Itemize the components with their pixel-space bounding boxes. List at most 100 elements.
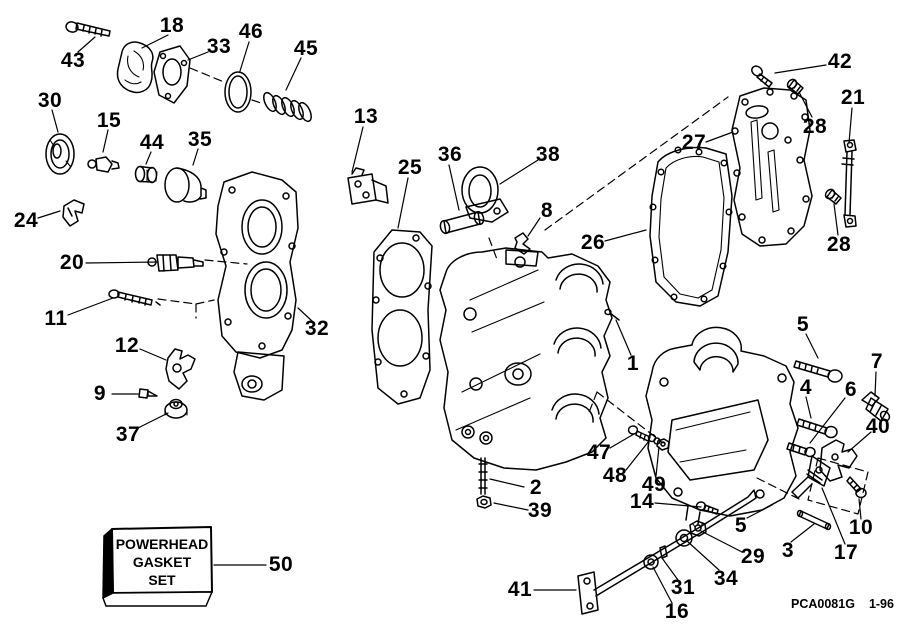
callout-42: 42 <box>827 50 853 73</box>
part-stud-2 <box>478 457 488 495</box>
callout-15: 15 <box>96 109 122 132</box>
callout-11: 11 <box>44 307 68 330</box>
callout-33: 33 <box>206 35 232 58</box>
part-spring-45 <box>263 91 312 123</box>
callout-41: 41 <box>507 578 533 601</box>
part-exhaust-gasket-26 <box>649 146 733 307</box>
callout-14: 14 <box>629 490 655 513</box>
figure-code: PCA0081G 1-96 <box>791 597 894 611</box>
gasket-set-box-art <box>102 526 213 607</box>
part-clip-24 <box>62 199 85 227</box>
part-exhaust-cover-27 <box>731 87 813 247</box>
callout-35: 35 <box>187 128 213 151</box>
callout-1: 1 <box>626 352 640 375</box>
part-plug-28-lower <box>824 188 842 205</box>
part-bracket-13 <box>347 167 389 205</box>
callout-10: 10 <box>848 516 874 539</box>
dashed-assembly-lines <box>157 67 869 515</box>
part-bushing-44 <box>134 165 158 184</box>
callout-49: 49 <box>641 473 667 496</box>
part-stud-1 <box>604 308 620 321</box>
callout-34: 34 <box>713 567 739 590</box>
callout-26: 26 <box>580 231 606 254</box>
part-bolt-5-upper <box>793 360 843 383</box>
part-bolt-43 <box>65 21 111 37</box>
part-link-21 <box>841 139 857 228</box>
part-cylinder-block <box>439 247 613 471</box>
callout-13: 13 <box>353 105 379 128</box>
part-bolt-4 <box>796 418 838 439</box>
callout-32: 32 <box>304 317 330 340</box>
part-head-gasket-25 <box>371 229 433 405</box>
callout-46: 46 <box>238 20 264 43</box>
part-washer-34 <box>675 529 693 547</box>
callout-50: 50 <box>268 553 294 576</box>
leader-lines <box>37 34 877 604</box>
callout-47: 47 <box>586 441 612 464</box>
part-screw-9 <box>138 388 158 399</box>
callout-25: 25 <box>397 156 423 179</box>
part-spark-plug-20 <box>147 254 204 272</box>
part-thermostat-cup-35 <box>164 167 207 203</box>
callout-7: 7 <box>870 350 884 373</box>
part-sensor-15 <box>87 156 120 173</box>
part-thermostat-housing-18 <box>116 41 154 94</box>
callout-28: 28 <box>826 233 852 256</box>
part-dowel-pin-36 <box>439 210 485 235</box>
callout-39: 39 <box>527 499 553 522</box>
figure-code-date: 1-96 <box>868 597 894 611</box>
part-screw-47 <box>627 425 651 442</box>
part-clamp-8 <box>514 232 531 255</box>
part-bolt-11 <box>108 289 161 306</box>
gasket-box-line-3: SET <box>148 572 176 588</box>
callout-5: 5 <box>734 514 748 537</box>
part-cylinder-head <box>215 171 299 401</box>
callout-4: 4 <box>799 376 813 399</box>
part-nut-29 <box>689 520 707 537</box>
gasket-set-box-label: POWERHEAD GASKET SET <box>112 535 212 589</box>
callout-43: 43 <box>60 49 86 72</box>
part-oring-46 <box>224 71 252 113</box>
callout-30: 30 <box>37 89 63 112</box>
callout-6: 6 <box>844 378 858 401</box>
part-bolt-42 <box>751 65 773 88</box>
callout-20: 20 <box>59 251 85 274</box>
callout-21: 21 <box>840 86 866 109</box>
part-nut-39 <box>476 495 492 509</box>
callout-36: 36 <box>437 143 463 166</box>
part-bolt-10 <box>846 476 867 499</box>
callout-5: 5 <box>796 313 810 336</box>
callout-45: 45 <box>293 37 319 60</box>
callout-3: 3 <box>781 539 795 562</box>
part-seal-30 <box>45 133 75 175</box>
part-retainer-40 <box>806 439 858 484</box>
callout-8: 8 <box>540 199 554 222</box>
part-lever-17 <box>791 455 831 499</box>
callout-16: 16 <box>664 600 690 623</box>
part-lifting-eye-38 <box>461 166 509 223</box>
callout-27: 27 <box>681 131 707 154</box>
part-pin-3 <box>796 509 832 531</box>
callout-44: 44 <box>139 131 165 154</box>
callout-2: 2 <box>529 476 543 499</box>
part-grommet-37 <box>164 398 188 419</box>
gasket-box-line-1: POWERHEAD <box>115 536 209 552</box>
callout-12: 12 <box>114 334 140 357</box>
part-crankcase <box>645 326 799 525</box>
callout-24: 24 <box>13 209 39 232</box>
gasket-box-line-2: GASKET <box>132 554 192 570</box>
callout-40: 40 <box>865 415 891 438</box>
callout-37: 37 <box>115 423 141 446</box>
callout-18: 18 <box>159 14 185 37</box>
part-gasket-33 <box>153 45 191 104</box>
figure-code-number: PCA0081G <box>791 597 855 611</box>
part-washer-16 <box>643 554 659 570</box>
part-bolt-6 <box>786 442 816 458</box>
part-clamp-12 <box>165 348 196 390</box>
callout-17: 17 <box>833 541 859 564</box>
callout-9: 9 <box>93 382 107 405</box>
callout-31: 31 <box>670 576 696 599</box>
part-plug-28-upper <box>786 78 804 95</box>
